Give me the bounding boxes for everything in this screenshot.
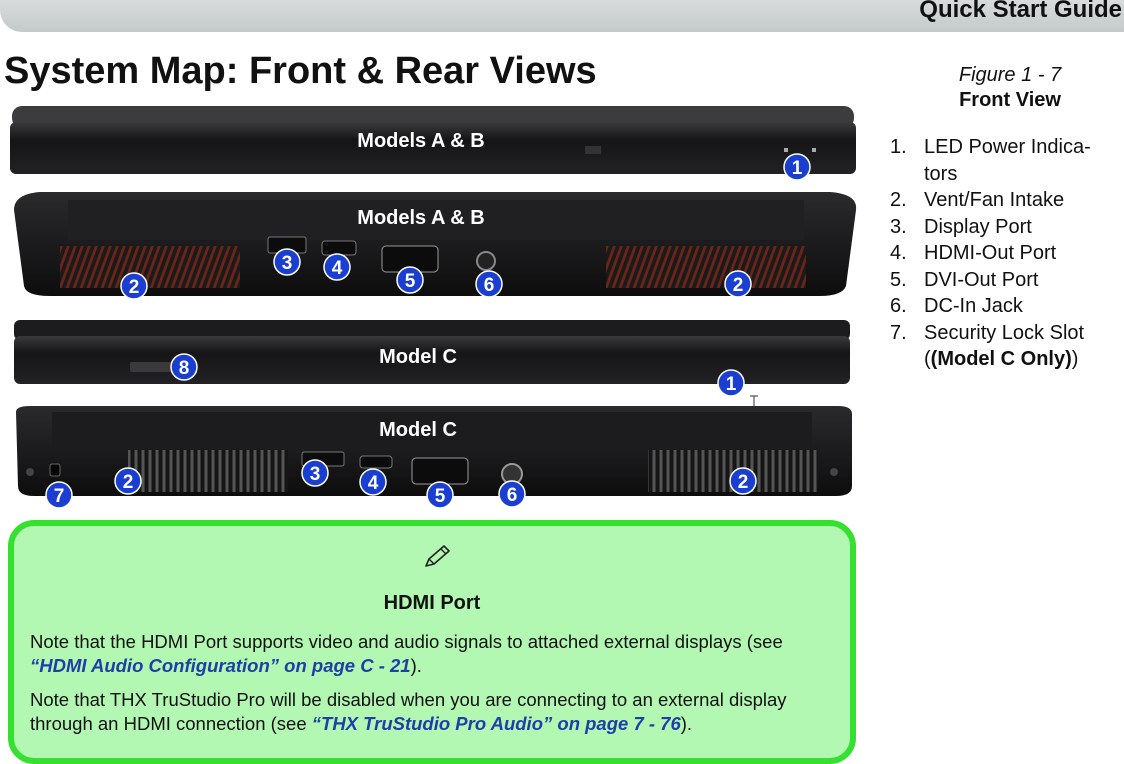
callout-number: 8 bbox=[179, 358, 190, 379]
note-paragraph: Note that THX TruStudio Pro will be disa… bbox=[30, 688, 850, 736]
view-label: Model C bbox=[379, 346, 457, 368]
view-label: Model C bbox=[379, 419, 457, 441]
security-lock-slot bbox=[49, 463, 61, 477]
view-label: Models A & B bbox=[357, 130, 484, 152]
callout-number: 3 bbox=[310, 464, 321, 485]
vent-left bbox=[128, 450, 288, 492]
laptop-views-illustration: Models A & B 1 Models A & B 2 3 4 5 6 2 … bbox=[10, 106, 857, 509]
legend-text: Display Port bbox=[924, 215, 1032, 238]
callout-6: 6 bbox=[475, 270, 503, 298]
legend-number: 5. bbox=[890, 268, 907, 291]
header-title: Quick Start Guide bbox=[919, 0, 1122, 23]
callout-number: 4 bbox=[368, 473, 379, 494]
callout-3: 3 bbox=[273, 248, 301, 276]
vent-left bbox=[60, 246, 240, 288]
legend-text: (Model C Only) bbox=[930, 348, 1072, 370]
hdmi-audio-config-link[interactable]: “HDMI Audio Configuration” on page C - 2… bbox=[30, 655, 411, 676]
vent-right bbox=[606, 246, 806, 288]
legend-number: 4. bbox=[890, 242, 907, 264]
legend-number: 3. bbox=[890, 215, 907, 238]
legend-number: 1. bbox=[890, 136, 907, 158]
callout-2: 2 bbox=[729, 467, 757, 495]
legend-text: tors bbox=[924, 162, 958, 185]
callout-5: 5 bbox=[426, 481, 454, 509]
legend-number: 2. bbox=[890, 189, 907, 211]
legend-item: 6. DC-In Jack bbox=[890, 293, 1120, 320]
legend-number: 6. bbox=[890, 295, 907, 317]
rear-view-models-ab: Models A & B 2 3 4 5 6 2 bbox=[14, 192, 857, 300]
callout-number: 6 bbox=[507, 485, 518, 506]
callout-number: 2 bbox=[123, 472, 134, 493]
legend-text: HDMI-Out Port bbox=[924, 242, 1057, 264]
callout-number: 2 bbox=[738, 472, 749, 493]
callout-number: 7 bbox=[54, 486, 65, 507]
legend-number: 7. bbox=[890, 321, 907, 344]
thx-trustudio-link[interactable]: “THX TruStudio Pro Audio” on page 7 - 76 bbox=[311, 713, 681, 734]
legend-text: Vent/Fan Intake bbox=[924, 189, 1065, 211]
callout-2: 2 bbox=[120, 272, 148, 300]
legend-item: 4. HDMI-Out Port bbox=[890, 240, 1120, 267]
callout-number: 5 bbox=[435, 486, 446, 507]
note-paragraph: Note that the HDMI Port supports video a… bbox=[30, 630, 850, 678]
callout-3: 3 bbox=[301, 459, 329, 487]
callout-2: 2 bbox=[724, 270, 752, 298]
dvi-port bbox=[411, 457, 469, 485]
legend-item: 5. DVI-Out Port bbox=[890, 267, 1120, 294]
note-text: ). bbox=[680, 713, 693, 734]
callout-number: 2 bbox=[129, 277, 140, 298]
hdmi-port bbox=[321, 240, 357, 256]
hdmi-note-box: HDMI Port Note that the HDMI Port suppor… bbox=[8, 520, 856, 764]
callout-1: 1 bbox=[783, 153, 811, 181]
figure-caption: Figure 1 - 7 Front View bbox=[900, 64, 1120, 112]
callout-4: 4 bbox=[323, 253, 351, 281]
callout-4: 4 bbox=[359, 468, 387, 496]
callout-1: 1 bbox=[717, 369, 745, 397]
legend-item: 2. Vent/Fan Intake bbox=[890, 187, 1120, 214]
pencil-icon bbox=[425, 545, 450, 567]
page-title: System Map: Front & Rear Views bbox=[4, 50, 597, 92]
header-bar: Quick Start Guide bbox=[0, 0, 1124, 32]
view-label: Models A & B bbox=[357, 207, 484, 229]
figure-number: Figure 1 - 7 bbox=[958, 64, 1062, 86]
callout-number: 5 bbox=[405, 271, 416, 292]
hdmi-port bbox=[359, 455, 393, 469]
legend-item: 1. LED Power Indica-tors bbox=[890, 134, 1120, 187]
dc-in-jack bbox=[476, 251, 496, 271]
rear-view-model-c: Model C 7 2 3 4 5 6 2 bbox=[16, 406, 852, 509]
callout-6: 6 bbox=[498, 480, 526, 508]
component-legend: 1. LED Power Indica-tors 2. Vent/Fan Intak… bbox=[890, 134, 1120, 373]
callout-number: 3 bbox=[282, 253, 293, 274]
callout-number: 1 bbox=[792, 158, 803, 179]
note-text: ). bbox=[410, 655, 422, 676]
front-view-model-c: Model C 8 1 bbox=[14, 320, 850, 411]
legend-text: DC-In Jack bbox=[924, 295, 1023, 317]
callout-7: 7 bbox=[45, 481, 73, 509]
callout-5: 5 bbox=[396, 266, 424, 294]
note-heading: HDMI Port bbox=[383, 592, 481, 614]
legend-item: 3. Display Port bbox=[890, 214, 1120, 241]
callout-number: 2 bbox=[733, 275, 744, 296]
legend-item: 7.Security Lock Slot((Model C Only)) bbox=[890, 321, 1085, 371]
legend-text: DVI-Out Port bbox=[924, 268, 1039, 291]
callout-number: 1 bbox=[726, 374, 737, 395]
front-view-models-ab: Models A & B 1 bbox=[10, 106, 856, 181]
legend-text: LED Power Indica- bbox=[924, 136, 1091, 158]
figure-name: Front View bbox=[959, 89, 1061, 111]
callout-number: 4 bbox=[332, 258, 343, 279]
legend-text: Security Lock Slot bbox=[924, 321, 1085, 344]
note-text: Note that THX TruStudio Pro will be disa… bbox=[30, 689, 787, 734]
callout-number: 6 bbox=[484, 275, 495, 296]
callout-8: 8 bbox=[170, 353, 198, 381]
callout-2: 2 bbox=[114, 467, 142, 495]
note-text: Note that the HDMI Port supports video a… bbox=[30, 631, 783, 652]
